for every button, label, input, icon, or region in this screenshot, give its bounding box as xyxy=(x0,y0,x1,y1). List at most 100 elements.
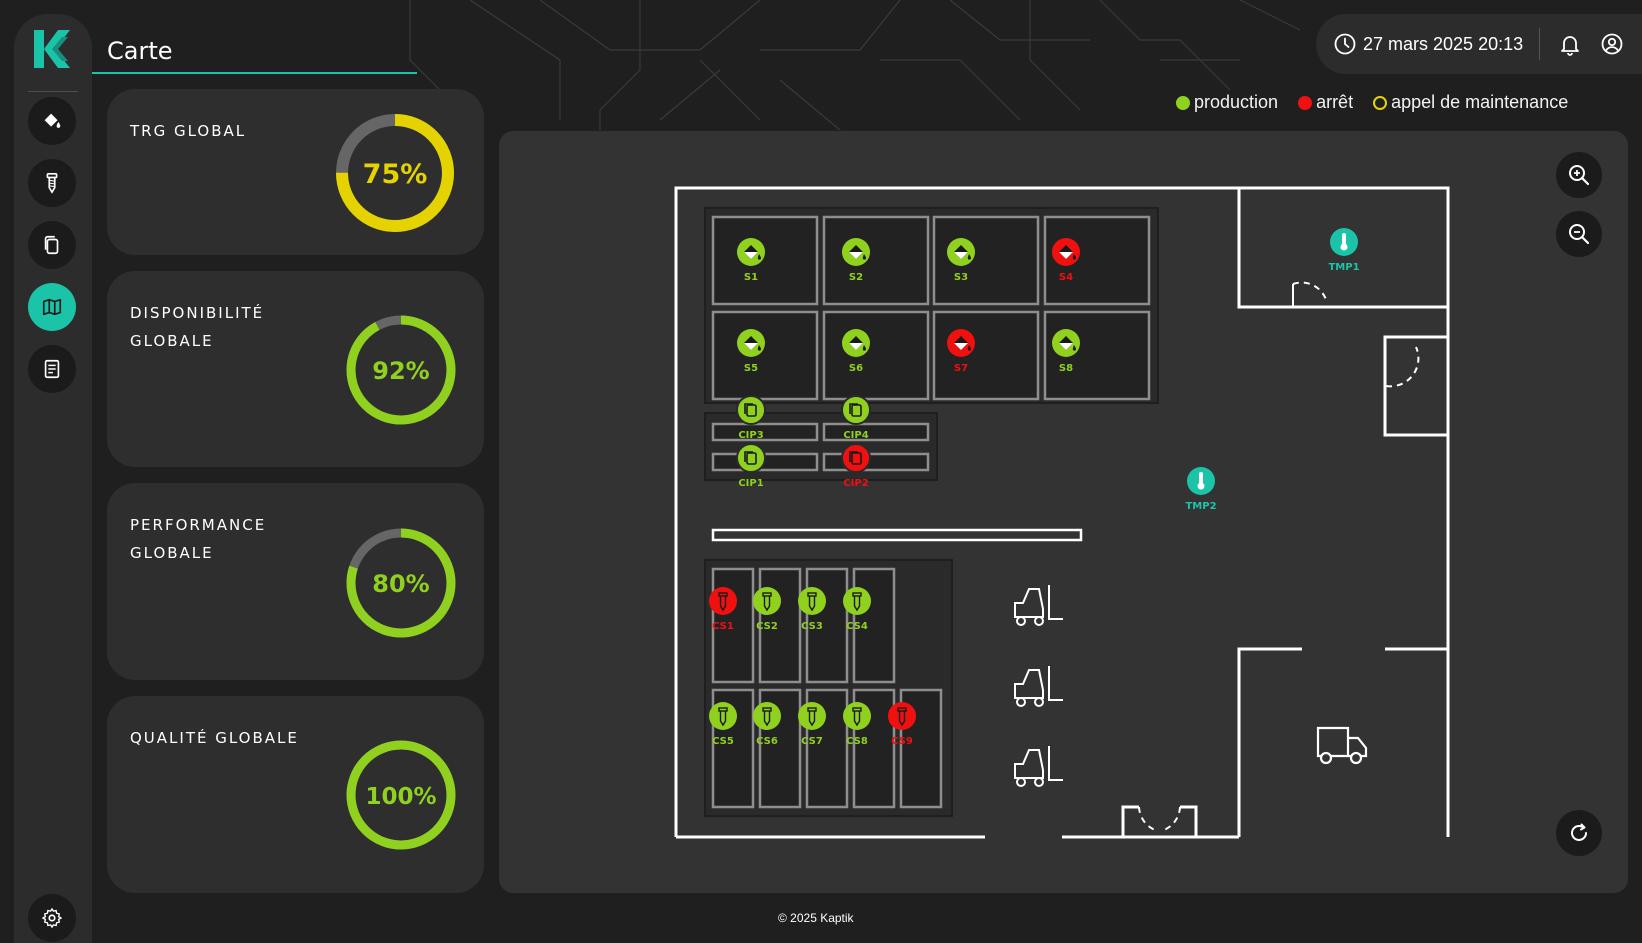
machine-marker-cip2[interactable]: CIP2 xyxy=(841,443,871,489)
refresh-icon xyxy=(1571,823,1587,841)
legend-label: appel de maintenance xyxy=(1391,92,1569,112)
machine-marker-s3[interactable]: S3 xyxy=(947,238,975,283)
report-icon xyxy=(44,359,60,379)
kaptik-logo[interactable] xyxy=(28,26,74,72)
paint-bucket-icon xyxy=(744,245,761,260)
machine-label: S2 xyxy=(849,272,863,283)
forklift-icon xyxy=(1014,585,1063,787)
machine-marker-cs3[interactable]: CS3 xyxy=(798,587,826,632)
nav-cip-button[interactable] xyxy=(28,221,76,269)
nav-report-button[interactable] xyxy=(28,345,76,393)
status-dot xyxy=(841,395,871,425)
stop-dot xyxy=(1298,95,1313,110)
zoom-out-icon xyxy=(1569,224,1590,245)
machine-marker-cip1[interactable]: CIP1 xyxy=(736,443,766,489)
machine-marker-tmp1[interactable]: TMP1 xyxy=(1328,228,1360,273)
screw-icon xyxy=(762,592,772,612)
footer-copyright: © 2025 Kaptik xyxy=(778,911,854,925)
kpi-card-trg: TRG GLOBAL 75% xyxy=(107,89,484,255)
paint-bucket-icon xyxy=(1059,336,1076,351)
machine-marker-cs8[interactable]: CS8 xyxy=(843,702,871,747)
page-title: Carte xyxy=(107,37,173,65)
machine-marker-tmp2[interactable]: TMP2 xyxy=(1185,467,1217,512)
machine-label: TMP1 xyxy=(1328,262,1359,273)
status-dot xyxy=(843,702,871,730)
machine-label: S4 xyxy=(1059,272,1073,283)
paint-bucket-icon xyxy=(1059,245,1076,260)
machine-label: CIP4 xyxy=(843,430,868,441)
machine-marker-cs4[interactable]: CS4 xyxy=(843,587,871,632)
machine-marker-cip4[interactable]: CIP4 xyxy=(841,395,871,441)
copy-icon xyxy=(849,451,862,465)
topbar-divider xyxy=(1539,28,1541,60)
thermometer-icon xyxy=(1340,233,1348,251)
machine-marker-s6[interactable]: S6 xyxy=(842,329,870,374)
machine-marker-s1[interactable]: S1 xyxy=(737,238,765,283)
machine-marker-s2[interactable]: S2 xyxy=(842,238,870,283)
status-dot xyxy=(798,702,826,730)
sidebar-divider xyxy=(28,91,78,92)
zoom-out-button[interactable] xyxy=(1556,211,1602,257)
screw-icon xyxy=(807,707,817,727)
screw-icon xyxy=(807,592,817,612)
legend-maintenance: appel de maintenance xyxy=(1373,92,1568,113)
machine-marker-s7[interactable]: S7 xyxy=(947,329,975,374)
screw-icon xyxy=(897,707,907,727)
copy-icon xyxy=(849,403,862,417)
status-legend: production arrêt appel de maintenance xyxy=(1176,92,1568,113)
paint-bucket-icon xyxy=(44,113,61,128)
status-dot xyxy=(843,587,871,615)
machine-marker-cs2[interactable]: CS2 xyxy=(753,587,781,632)
datetime-display: 27 mars 2025 20:13 xyxy=(1363,33,1524,54)
machine-marker-cs5[interactable]: CS5 xyxy=(709,702,737,747)
production-dot xyxy=(1176,95,1190,110)
nav-silos-button[interactable] xyxy=(28,97,76,145)
zoom-in-button[interactable] xyxy=(1556,152,1602,198)
kpi-value: 92% xyxy=(372,357,429,385)
gear-icon xyxy=(42,908,62,928)
legend-label: production xyxy=(1194,92,1279,112)
bell-icon[interactable] xyxy=(1558,32,1582,56)
user-circle-icon[interactable] xyxy=(1600,32,1624,56)
maintenance-dot xyxy=(1373,95,1388,110)
machine-label: S7 xyxy=(954,363,968,374)
machine-marker-cs6[interactable]: CS6 xyxy=(753,702,781,747)
settings-button[interactable] xyxy=(28,894,76,942)
machine-marker-cs1[interactable]: CS1 xyxy=(709,587,737,632)
machine-label: CS6 xyxy=(756,736,778,747)
machine-label: CIP2 xyxy=(843,478,868,489)
zoom-in-icon xyxy=(1569,165,1590,186)
status-dot xyxy=(753,587,781,615)
screw-icon xyxy=(718,592,728,612)
machine-label: CS8 xyxy=(846,736,868,747)
thermometer-icon xyxy=(1197,472,1205,490)
status-dot xyxy=(841,443,871,473)
copy-icon xyxy=(744,451,757,465)
machine-marker-s5[interactable]: S5 xyxy=(737,329,765,374)
kpi-title: PERFORMANCE GLOBALE xyxy=(130,516,267,562)
topbar: 27 mars 2025 20:13 xyxy=(1316,14,1642,74)
refresh-button[interactable] xyxy=(1556,810,1602,856)
screw-icon xyxy=(852,592,862,612)
nav-screws-button[interactable] xyxy=(28,159,76,207)
kpi-ring-performance: 80% xyxy=(346,528,456,638)
machine-label: S5 xyxy=(744,363,758,374)
machine-marker-s4[interactable]: S4 xyxy=(1052,238,1080,283)
machine-marker-cip3[interactable]: CIP3 xyxy=(736,395,766,441)
machine-label: CS5 xyxy=(712,736,734,747)
kpi-card-disponibilite: DISPONIBILITÉ GLOBALE 92% xyxy=(107,271,484,467)
machine-label: CS3 xyxy=(801,621,823,632)
nav-map-button[interactable] xyxy=(28,283,76,331)
machine-label: S8 xyxy=(1059,363,1073,374)
kpi-ring-trg: 75% xyxy=(336,114,454,232)
status-dot xyxy=(709,702,737,730)
machine-marker-s8[interactable]: S8 xyxy=(1052,329,1080,374)
paint-bucket-icon xyxy=(954,245,971,260)
machine-marker-cs7[interactable]: CS7 xyxy=(798,702,826,747)
kpi-ring-qualite: 100% xyxy=(346,740,456,850)
machine-marker-cs9[interactable]: CS9 xyxy=(888,702,916,747)
kpi-value: 80% xyxy=(372,570,429,598)
